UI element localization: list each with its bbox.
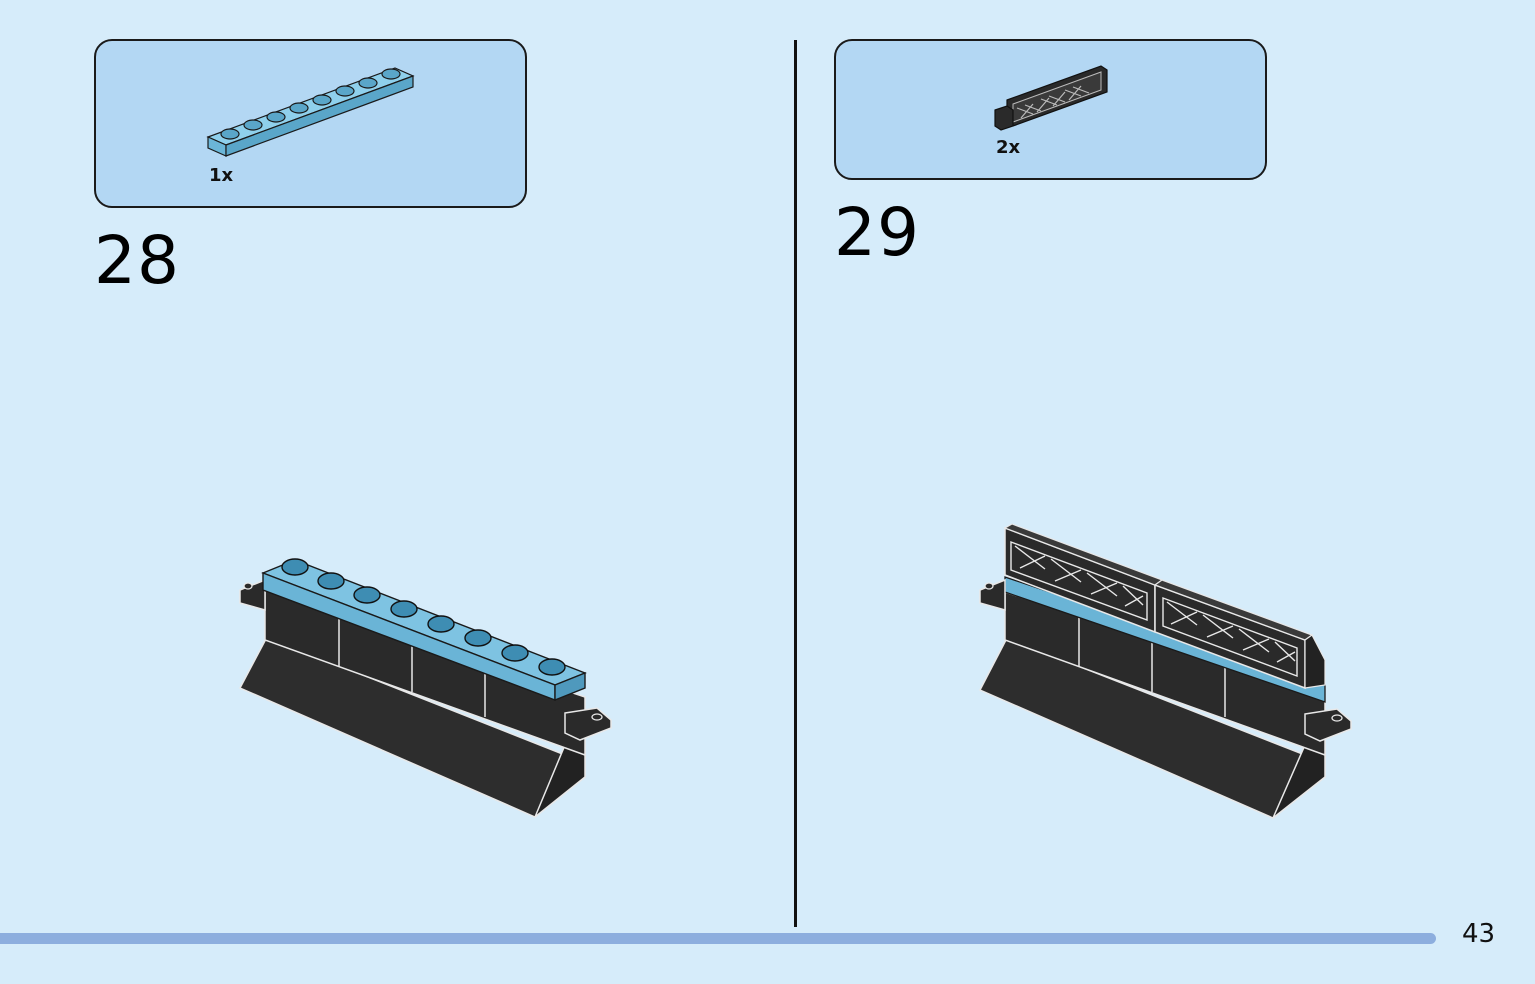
step-28-assembly-illustration <box>238 558 612 818</box>
step-29-part-quantity: 2x <box>996 137 1021 158</box>
page-divider <box>794 40 797 927</box>
step-29-number: 29 <box>834 194 920 271</box>
light-blue-plate-1x8-icon <box>206 67 415 157</box>
step-28-number: 28 <box>94 222 180 299</box>
progress-bar <box>0 933 1436 944</box>
step-29-assembly-illustration <box>978 523 1352 819</box>
black-fence-1x4x1-icon <box>994 65 1108 131</box>
step-28-part-quantity: 1x <box>209 165 234 186</box>
page-number: 43 <box>1462 919 1496 949</box>
